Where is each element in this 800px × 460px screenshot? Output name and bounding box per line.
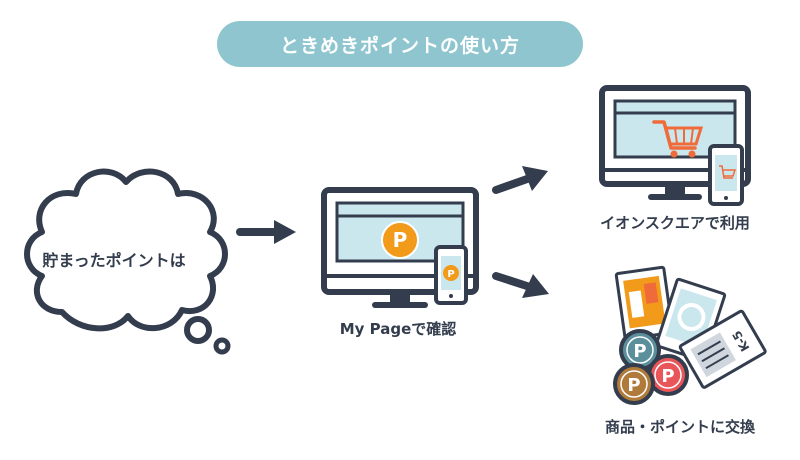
arrow-icon — [492, 272, 549, 298]
svg-text:P: P — [393, 228, 408, 252]
svg-text:P: P — [661, 366, 674, 387]
point-coin-icon: P — [613, 363, 655, 405]
page-title: ときめきポイントの使い方 — [217, 21, 583, 67]
ticket-icon — [614, 265, 675, 341]
arrow-icon — [236, 220, 296, 244]
smartphone-icon — [708, 144, 744, 206]
shopping-cart-icon — [652, 120, 704, 158]
label-mypage-confirm: My Pageで確認 — [339, 320, 457, 338]
svg-text:P: P — [627, 375, 640, 396]
point-coin-icon: P — [619, 329, 661, 371]
svg-text:P: P — [447, 269, 454, 280]
ticket-icon: K-5 — [678, 309, 767, 389]
smartphone-icon: P — [434, 245, 468, 305]
label-saved-points: 貯まったポイントは — [42, 251, 186, 270]
point-coin-icon: P — [381, 221, 419, 259]
label-exchange: 商品・ポイントに交換 — [604, 418, 755, 436]
thought-cloud-icon — [24, 168, 231, 355]
arrow-icon — [492, 166, 548, 194]
label-use-in-store: イオンスクエアで利用 — [600, 214, 750, 232]
point-coin-icon: P — [647, 354, 689, 396]
svg-text:P: P — [633, 341, 646, 362]
